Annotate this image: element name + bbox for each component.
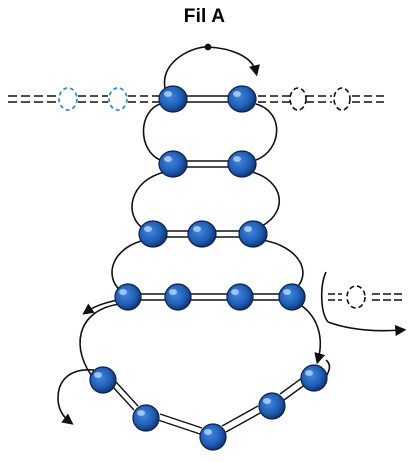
bead-icon (258, 392, 286, 420)
ghost-bead-icon (58, 87, 128, 111)
bead-icon (114, 283, 142, 311)
bead-icon (238, 220, 268, 248)
bead-strings (111, 95, 307, 435)
bead-icon (226, 283, 254, 311)
bead-icon (199, 423, 227, 451)
bead-icon (158, 150, 188, 178)
ghost-bead-icon (289, 87, 366, 309)
diagram-title: Fil A (183, 6, 226, 27)
bead-icon (227, 85, 257, 113)
bead-icon (138, 220, 168, 248)
bead-icon (278, 283, 306, 311)
bead-icon (158, 85, 188, 113)
bead-icon (300, 364, 328, 392)
top-loop (163, 43, 260, 89)
beads (89, 85, 328, 451)
bead-icon (227, 150, 257, 178)
bead-icon (89, 366, 117, 394)
bead-icon (187, 220, 217, 248)
bead-icon (164, 283, 192, 311)
outer-thread (8, 95, 405, 301)
bead-icon (132, 404, 160, 432)
